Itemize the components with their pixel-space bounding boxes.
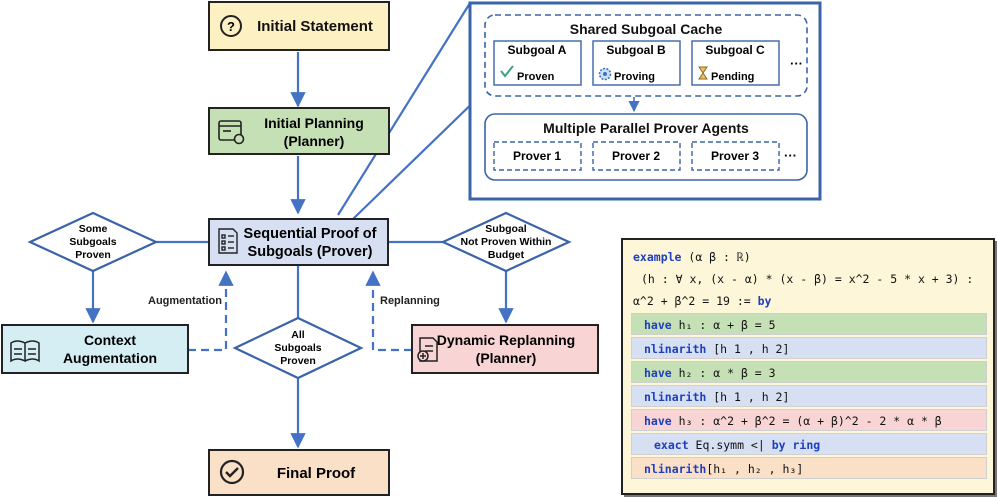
node-label: Sequential Proof of [244,226,377,242]
edge-label-replanning: Replanning [380,295,440,307]
node-label: Final Proof [277,465,356,482]
node-initial-planning: Initial Planning (Planner) [208,107,390,155]
prover-agents: Multiple Parallel Prover Agents Prover 1… [484,113,808,181]
code-text: [h₁ , h₂ , h₃] [706,462,804,476]
decision-line: Budget [488,249,525,261]
subgoal-card-a: Subgoal A Proven [493,40,582,86]
provers-more: ··· [784,148,797,163]
decision-line: Proven [75,249,111,261]
code-text: h₃ : α^2 + β^2 = (α + β)^2 - 2 * α * β [671,414,942,428]
edge-label-augmentation: Augmentation [148,295,222,307]
hourglass-icon [698,66,708,80]
callout-line-upper [337,2,471,216]
code-keyword: nlinarith [644,462,707,476]
node-sequential-proof: Sequential Proof of Subgoals (Prover) [208,218,389,266]
code-text: Eq.symm <| [688,438,772,452]
decision-line: Not Proven Within [461,236,552,248]
code-band-have2: have h₂ : α * β = 3 [631,361,987,383]
decision-line: Some [79,223,108,235]
code-band-have3: have h₃ : α^2 + β^2 = (α + β)^2 - 2 * α … [631,409,987,431]
book-icon [10,340,40,363]
lean-code-panel: example (α β : ℝ) (h : ∀ x, (x - α) * (x… [621,238,995,495]
decision-line: Proven [280,355,316,367]
code-keyword: have [644,414,672,428]
check-circle-icon [219,459,245,485]
subgoal-name: Subgoal C [705,43,765,57]
callout-line-lower [352,89,487,220]
code-keyword: exact [654,438,689,452]
decision-line: Subgoal [485,223,526,235]
decision-line: Subgoals [274,342,321,354]
node-context-augmentation: Context Augmentation [1,324,189,374]
code-text: α^2 + β^2 = 19 := [633,294,758,308]
code-text: (α β : ℝ) [681,250,751,264]
decision-all-subgoals: All Subgoals Proven [232,316,364,380]
subgoal-status: Proven [517,71,555,83]
decision-line: All [291,329,305,341]
code-line-goal: α^2 + β^2 = 19 := by [633,294,771,308]
checkmark-icon [500,65,514,78]
code-band-have1: have h₁ : α + β = 5 [631,313,987,335]
node-sublabel: (Planner) [476,350,537,366]
node-initial-statement: ? Initial Statement [208,1,390,51]
parallel-prover-panel: Shared Subgoal Cache Subgoal A Proven Su… [468,1,822,201]
code-line-header: example (α β : ℝ) [633,250,751,264]
subgoal-name: Subgoal A [508,43,567,57]
code-text: h₂ : α * β = 3 [671,366,776,380]
code-keyword: have [644,318,672,332]
prover-label: Prover 3 [711,149,759,163]
arrow-augmentation-feedback [188,270,234,352]
gear-icon [598,67,612,81]
prover-box-1 [493,141,582,171]
cache-more: ··· [790,56,803,71]
subgoal-card-b: Subgoal B Proving [592,40,681,86]
node-dynamic-replanning: Dynamic Replanning (Planner) [411,324,599,374]
node-label: Initial Statement [257,18,373,35]
code-text: h₁ : α + β = 5 [671,318,776,332]
subgoal-status: Pending [711,71,754,83]
code-keyword: by [757,294,772,308]
subgoal-cache: Shared Subgoal Cache Subgoal A Proven Su… [484,14,808,97]
code-band-exact: exact Eq.symm <| by ring [631,433,987,455]
planner-icon [218,120,245,145]
code-text: [h 1 , h 2] [706,342,790,356]
arrow-replanning-feedback [365,270,412,352]
node-label: Initial Planning [264,115,364,131]
svg-text:?: ? [227,19,235,34]
decision-line: Subgoals [69,236,116,248]
prover-label: Prover 2 [612,149,660,163]
code-keyword: by ring [771,438,821,452]
node-sublabel: Subgoals (Prover) [248,244,373,260]
node-final-proof: Final Proof [208,449,390,496]
prover-label: Prover 1 [513,149,561,163]
subgoal-card-c: Subgoal C Pending [691,40,780,86]
code-keyword: nlinarith [644,390,707,404]
code-band-nl2: nlinarith [h 1 , h 2] [631,385,987,407]
code-band-nl1: nlinarith [h 1 , h 2] [631,337,987,359]
question-icon: ? [220,15,242,37]
prover-box-3 [691,141,780,171]
checklist-icon [218,228,238,254]
code-line-hypothesis: (h : ∀ x, (x - α) * (x - β) = x^2 - 5 * … [641,272,974,286]
subgoal-name: Subgoal B [606,43,666,57]
code-band-nl3: nlinarith[h₁ , h₂ , h₃] [631,457,987,479]
node-sublabel: (Planner) [284,133,345,149]
node-label: Dynamic Replanning [437,332,575,348]
decision-some-subgoals: Some Subgoals Proven [27,211,159,273]
node-sublabel: Augmentation [63,350,157,366]
code-keyword: nlinarith [644,342,707,356]
subgoal-status: Proving [614,71,655,83]
code-keyword: example [633,250,682,264]
provers-title: Multiple Parallel Prover Agents [543,120,749,136]
code-text: [h 1 , h 2] [706,390,790,404]
replan-icon [417,337,438,362]
prover-box-2 [592,141,681,171]
node-label: Context [84,332,136,348]
code-keyword: have [644,366,672,380]
cache-title: Shared Subgoal Cache [570,21,723,37]
decision-not-proven: Subgoal Not Proven Within Budget [440,211,572,273]
